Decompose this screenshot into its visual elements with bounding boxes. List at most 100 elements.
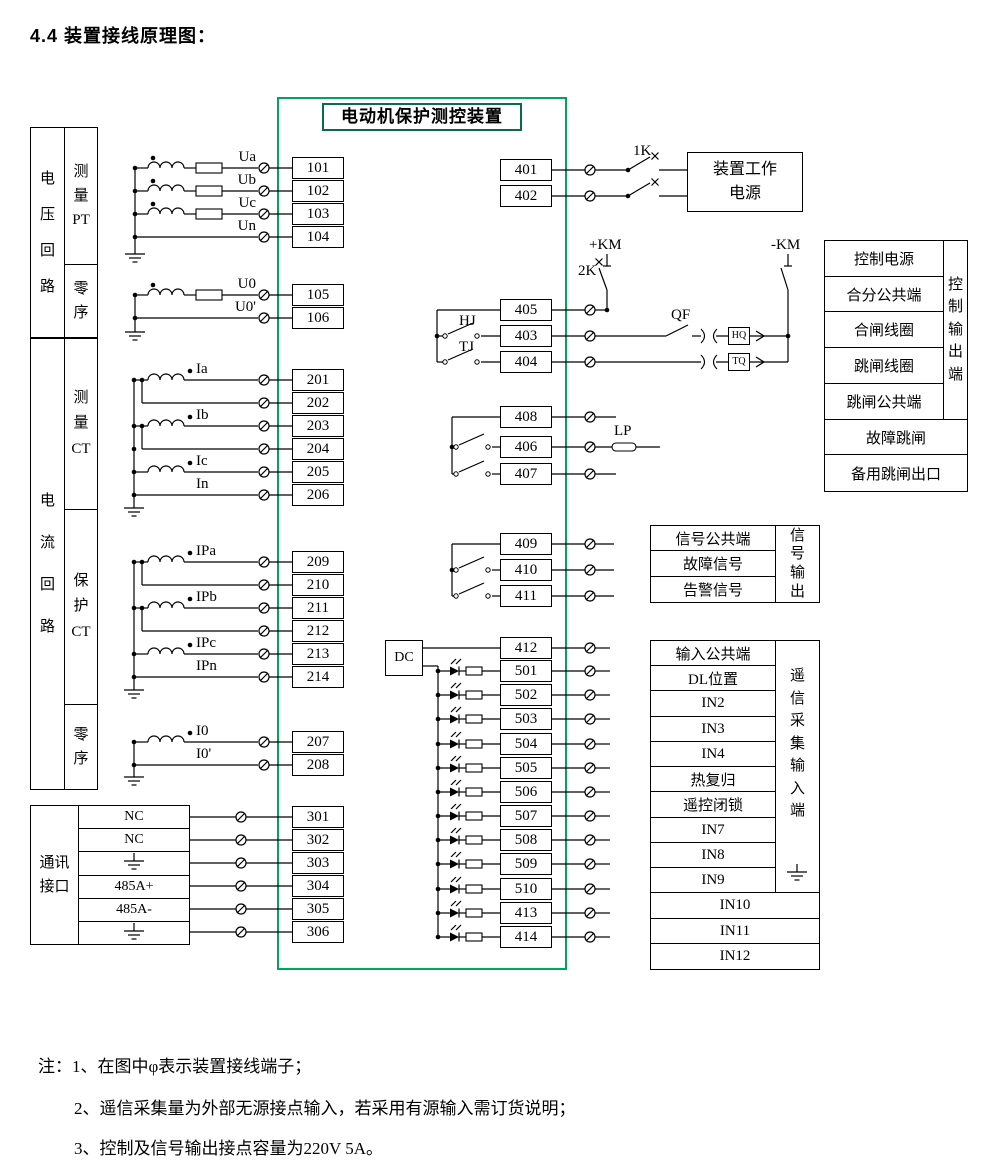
terminal-box-406: 406 <box>500 436 552 458</box>
vertical-label: 零序 <box>73 727 89 767</box>
bus-label-km-plus: +KM <box>589 237 622 253</box>
wire-label-i0: I0 <box>196 723 209 739</box>
telemetry-input-table-row-3: IN3 <box>651 717 775 742</box>
terminal-box-404: 404 <box>500 351 552 373</box>
terminal-box-401: 401 <box>500 159 552 181</box>
control-output-table-side-label-col: 控制输出端 <box>943 241 967 420</box>
terminal-box-205: 205 <box>292 461 344 483</box>
telemetry-input-table-row-12: IN12 <box>719 948 751 964</box>
closing-coil-box: HQ <box>728 327 750 345</box>
voltage-section-zero-seq: 零序 <box>65 265 97 337</box>
control-output-table-row-2: 合闸线圈 <box>825 312 943 348</box>
control-output-table-row-0: 控制电源 <box>825 241 943 277</box>
comm-row-4: 485A- <box>79 899 189 922</box>
terminal-box-510: 510 <box>500 878 552 900</box>
telemetry-input-table-row-0: 输入公共端 <box>651 641 775 666</box>
vertical-label: 电流回路 <box>39 493 55 635</box>
terminal-box-305: 305 <box>292 898 344 920</box>
terminal-box-203: 203 <box>292 415 344 437</box>
page-title: 4.4 装置接线原理图： <box>30 26 217 46</box>
telemetry-input-wiring <box>423 642 807 943</box>
telemetry-input-table-row-11: IN11 <box>651 919 819 944</box>
wire-label-uc: Uc <box>238 195 257 211</box>
wire-label-ia: Ia <box>196 361 208 377</box>
current-section-protect-ct: 保护CT <box>65 510 97 705</box>
control-output-table-row-4: 跳闸公共端 <box>825 384 943 420</box>
current-loop-label-col: 电流回路 <box>31 339 65 789</box>
power-wiring <box>552 152 687 202</box>
signal-output-table-row-0: 信号公共端 <box>651 526 775 551</box>
note-1: 注：1、在图中φ表示装置接线端子； <box>38 1057 312 1076</box>
strap-label-lp: LP <box>614 423 632 439</box>
terminal-box-204: 204 <box>292 438 344 460</box>
terminal-box-414: 414 <box>500 926 552 948</box>
telemetry-input-table-row-1: DL位置 <box>651 666 775 691</box>
aux-output-wiring <box>449 411 660 480</box>
terminal-box-201: 201 <box>292 369 344 391</box>
telemetry-input-table-row-9: IN9 <box>651 868 775 893</box>
dc-source-box: DC <box>385 640 423 676</box>
vertical-label: 控制输出端 <box>947 276 963 383</box>
signal-output-table-side-label-col: 信号输出 <box>775 526 819 602</box>
voltage-sections-col: 测量PT 零序 <box>65 128 97 337</box>
current-section-measure-ct: 测量CT <box>65 339 97 510</box>
comm-row-3: 485A+ <box>79 876 189 899</box>
terminal-box-505: 505 <box>500 757 552 779</box>
pt-zero-wiring <box>125 282 292 341</box>
comm-row-1: NC <box>79 829 189 853</box>
comm-row-2-ground-icon <box>79 852 189 876</box>
comm-port-label-col: 通讯接口 <box>31 806 79 944</box>
terminal-box-410: 410 <box>500 559 552 581</box>
vertical-label: 信号输出 <box>789 527 805 600</box>
terminal-box-207: 207 <box>292 731 344 753</box>
vertical-label: 测量CT <box>71 389 91 457</box>
contact-label-tj: TJ <box>459 339 474 355</box>
telemetry-input-table-side-label-col: 遥信采集输入端 <box>775 641 819 893</box>
pt-wiring <box>125 155 292 263</box>
device-title: 电动机保护测控装置 <box>322 103 522 131</box>
terminal-box-211: 211 <box>292 597 344 619</box>
ct-zero-wiring <box>124 730 292 786</box>
terminal-box-402: 402 <box>500 185 552 207</box>
terminal-box-302: 302 <box>292 829 344 851</box>
wire-label-ipc: IPc <box>196 635 216 651</box>
terminal-box-101: 101 <box>292 157 344 179</box>
telemetry-input-table-row-4: IN4 <box>651 742 775 767</box>
terminal-box-208: 208 <box>292 754 344 776</box>
terminal-box-501: 501 <box>500 660 552 682</box>
terminal-box-403: 403 <box>500 325 552 347</box>
comm-wiring <box>124 811 292 940</box>
telemetry-input-table-row-10: IN10 <box>651 893 819 919</box>
comm-row-0: NC <box>79 806 189 830</box>
voltage-section-measure-pt: 测量PT <box>65 128 97 265</box>
terminal-box-409: 409 <box>500 533 552 555</box>
signal-output-table: 信号公共端故障信号告警信号信号输出 <box>650 525 820 603</box>
control-output-table-row-5: 故障跳闸 <box>825 420 967 455</box>
terminal-box-210: 210 <box>292 574 344 596</box>
telemetry-input-table-row-6: 遥控闭锁 <box>651 792 775 818</box>
current-sections-col: 测量CT 保护CT 零序 <box>65 339 97 789</box>
terminal-box-509: 509 <box>500 853 552 875</box>
wire-label-u0: U0 <box>237 276 256 292</box>
signal-output-wiring <box>449 538 614 602</box>
working-power-box: 装置工作电源 <box>687 152 803 212</box>
terminal-box-405: 405 <box>500 299 552 321</box>
terminal-box-413: 413 <box>500 902 552 924</box>
vertical-label: 测量PT <box>72 164 90 228</box>
terminal-box-303: 303 <box>292 852 344 874</box>
terminal-box-508: 508 <box>500 829 552 851</box>
tripping-coil-box: TQ <box>728 353 750 371</box>
terminal-box-411: 411 <box>500 585 552 607</box>
telemetry-input-table-row-2: IN2 <box>651 691 775 717</box>
signal-output-table-row-2: 告警信号 <box>682 583 743 599</box>
control-output-table-row-3: 跳闸线圈 <box>825 348 943 384</box>
vertical-label: 通讯接口 <box>39 855 70 895</box>
terminal-box-206: 206 <box>292 484 344 506</box>
terminal-box-106: 106 <box>292 307 344 329</box>
terminal-box-506: 506 <box>500 781 552 803</box>
terminal-box-504: 504 <box>500 733 552 755</box>
terminal-box-202: 202 <box>292 392 344 414</box>
